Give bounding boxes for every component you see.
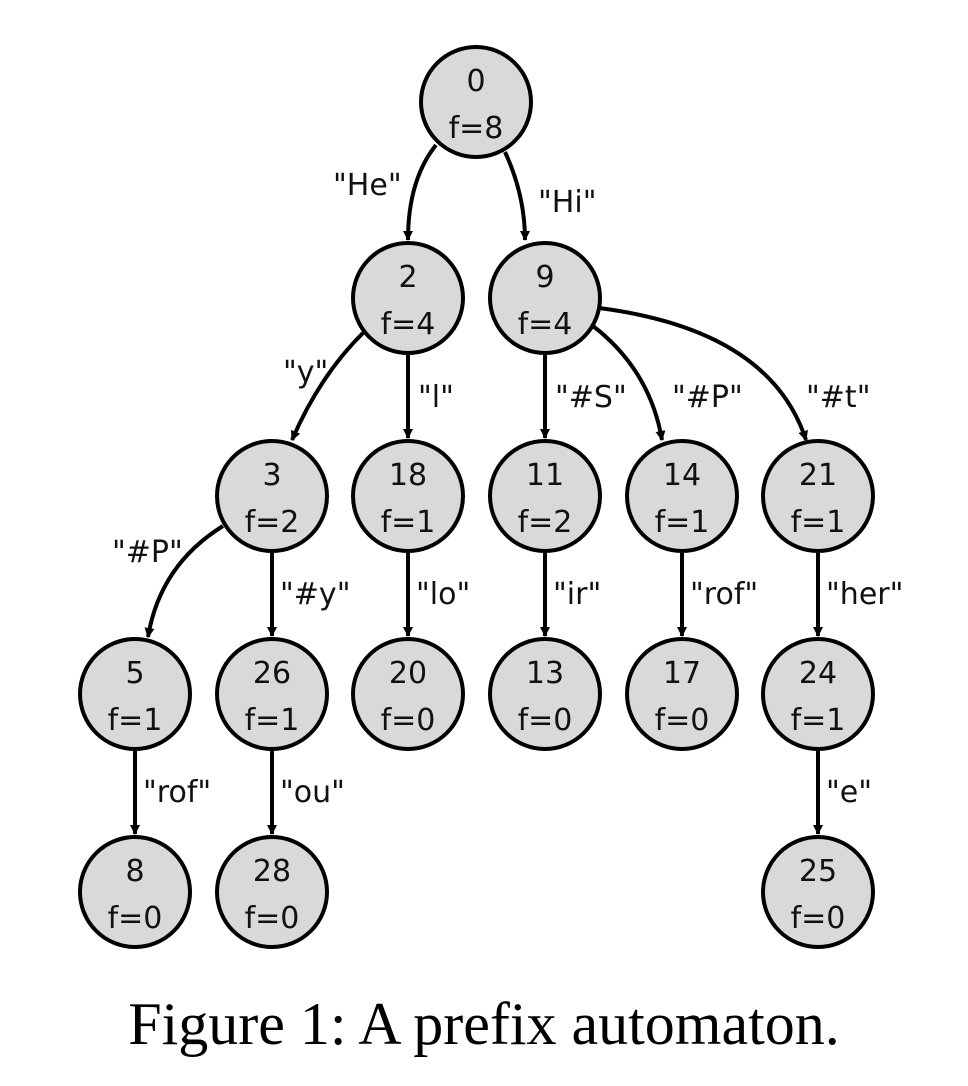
node-2: 2f=4 [351, 241, 465, 355]
node-id-14: 14 [663, 458, 701, 493]
node-18: 18f=1 [351, 439, 465, 553]
node-17: 17f=0 [625, 637, 739, 751]
node-frequency-3: f=2 [245, 505, 300, 540]
node-id-21: 21 [799, 458, 837, 493]
edge-9-21 [598, 306, 808, 441]
node-id-8: 8 [125, 854, 144, 889]
node-circle-14 [625, 439, 739, 553]
node-frequency-2: f=4 [381, 307, 436, 342]
edge-9-14 [591, 324, 666, 441]
edge-3-5 [144, 524, 225, 638]
node-21: 21f=1 [761, 439, 875, 553]
node-14: 14f=1 [625, 439, 739, 553]
node-id-25: 25 [799, 854, 837, 889]
node-frequency-25: f=0 [791, 901, 846, 936]
edge-label-0-9: "Hi" [538, 185, 597, 220]
node-8: 8f=0 [78, 835, 192, 949]
node-circle-2 [351, 241, 465, 355]
node-id-13: 13 [526, 656, 564, 691]
node-id-24: 24 [799, 656, 837, 691]
node-circle-25 [761, 835, 875, 949]
node-circle-17 [625, 637, 739, 751]
edge-label-9-11: "#S" [555, 380, 627, 415]
node-frequency-0: f=8 [449, 111, 504, 146]
node-frequency-24: f=1 [791, 703, 846, 738]
node-circle-11 [488, 439, 602, 553]
node-circle-5 [78, 637, 192, 751]
node-frequency-21: f=1 [791, 505, 846, 540]
node-id-5: 5 [125, 656, 144, 691]
edge-0-9 [503, 151, 530, 241]
node-frequency-28: f=0 [245, 901, 300, 936]
node-frequency-9: f=4 [518, 307, 573, 342]
edge-label-0-2: "He" [333, 168, 402, 203]
node-id-11: 11 [526, 458, 564, 493]
edge-2-3 [290, 330, 366, 441]
node-frequency-11: f=2 [518, 505, 573, 540]
node-circle-8 [78, 835, 192, 949]
node-id-20: 20 [389, 656, 427, 691]
node-0: 0f=8 [419, 45, 533, 159]
node-circle-20 [351, 637, 465, 751]
node-id-2: 2 [398, 260, 417, 295]
node-circle-24 [761, 637, 875, 751]
node-11: 11f=2 [488, 439, 602, 553]
node-circle-9 [488, 241, 602, 355]
node-id-0: 0 [466, 64, 485, 99]
node-id-18: 18 [389, 458, 427, 493]
node-frequency-13: f=0 [518, 703, 573, 738]
edge-label-9-14: "#P" [672, 380, 743, 415]
node-5: 5f=1 [78, 637, 192, 751]
nodes-layer: 0f=82f=49f=43f=218f=111f=214f=121f=15f=1… [78, 45, 875, 949]
node-circle-21 [761, 439, 875, 553]
node-id-9: 9 [535, 260, 554, 295]
node-9: 9f=4 [488, 241, 602, 355]
edge-label-3-26: "#y" [280, 577, 351, 612]
node-frequency-14: f=1 [655, 505, 710, 540]
node-frequency-17: f=0 [655, 703, 710, 738]
edge-label-9-21: "#t" [806, 380, 871, 415]
edges-layer: "He" "Hi" "y" "l" "#S" "#P" "#t" "#P" "#y" "lo" "i… [112, 143, 903, 835]
node-circle-28 [215, 835, 329, 949]
node-frequency-5: f=1 [108, 703, 163, 738]
node-id-26: 26 [253, 656, 291, 691]
node-frequency-20: f=0 [381, 703, 436, 738]
node-frequency-18: f=1 [381, 505, 436, 540]
node-frequency-8: f=0 [108, 901, 163, 936]
node-id-28: 28 [253, 854, 291, 889]
node-circle-26 [215, 637, 329, 751]
edge-label-11-13: "ir" [553, 577, 601, 612]
edge-label-3-5: "#P" [112, 535, 183, 570]
edge-label-21-24: "her" [826, 577, 903, 612]
node-circle-13 [488, 637, 602, 751]
node-id-17: 17 [663, 656, 701, 691]
edge-label-24-25: "e" [826, 775, 872, 810]
node-26: 26f=1 [215, 637, 329, 751]
edge-0-2 [403, 143, 438, 241]
node-circle-0 [419, 45, 533, 159]
node-24: 24f=1 [761, 637, 875, 751]
node-13: 13f=0 [488, 637, 602, 751]
node-id-3: 3 [262, 458, 281, 493]
node-frequency-26: f=1 [245, 703, 300, 738]
edge-label-2-3: "y" [283, 355, 328, 390]
edge-label-14-17: "rof" [690, 577, 758, 612]
node-3: 3f=2 [215, 439, 329, 553]
node-20: 20f=0 [351, 637, 465, 751]
edge-label-18-20: "lo" [416, 577, 470, 612]
figure-caption: Figure 1: A prefix automaton. [128, 991, 840, 1057]
edge-label-26-28: "ou" [280, 775, 345, 810]
node-circle-18 [351, 439, 465, 553]
edge-label-5-8: "rof" [143, 775, 211, 810]
node-25: 25f=0 [761, 835, 875, 949]
edge-label-2-18: "l" [418, 380, 454, 415]
node-28: 28f=0 [215, 835, 329, 949]
node-circle-3 [215, 439, 329, 553]
prefix-automaton-diagram: "He" "Hi" "y" "l" "#S" "#P" "#t" "#P" "#y" "lo" "i… [78, 45, 903, 949]
